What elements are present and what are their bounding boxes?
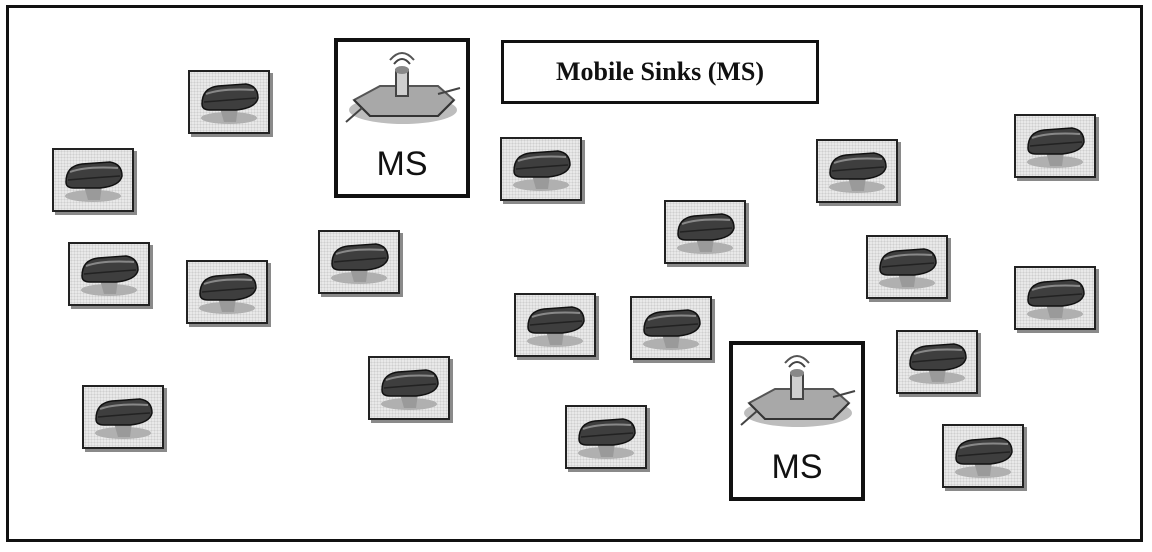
sensor-node-icon: [81, 255, 139, 296]
mobile-sink-2: MS: [729, 341, 865, 501]
sensor-node-icon: [677, 213, 735, 254]
sensor-node: [52, 148, 134, 212]
sensor-node-icon: [879, 248, 937, 289]
sensor-node-icon: [199, 273, 257, 314]
sensor-node: [630, 296, 712, 360]
sensor-node-icon: [909, 343, 967, 384]
sensor-node: [188, 70, 270, 134]
sink-label: MS: [771, 448, 823, 486]
sensor-node: [68, 242, 150, 306]
sensor-node-icon: [643, 309, 701, 350]
sensor-node: [1014, 114, 1096, 178]
sensor-node: [1014, 266, 1096, 330]
sensor-node-icon: [1027, 279, 1085, 320]
sensor-node: [514, 293, 596, 357]
sensor-node: [318, 230, 400, 294]
sensor-node: [866, 235, 948, 299]
sensor-node: [816, 139, 898, 203]
sensor-node: [500, 137, 582, 201]
sensor-node-icon: [65, 161, 123, 202]
sensor-node-icon: [829, 152, 887, 193]
sensor-node-icon: [955, 437, 1013, 478]
sensor-node-icon: [527, 306, 585, 347]
mobile-sink-1: MS: [334, 38, 470, 198]
sensor-node-icon: [201, 83, 259, 124]
sensor-node: [368, 356, 450, 420]
sensor-node: [942, 424, 1024, 488]
sensor-node-icon: [513, 150, 571, 191]
sensor-node: [565, 405, 647, 469]
sensor-node-icon: [1027, 127, 1085, 168]
sensor-node-icon: [95, 398, 153, 439]
sensor-node-icon: [381, 369, 439, 410]
sensor-node: [664, 200, 746, 264]
title-box: Mobile Sinks (MS): [501, 40, 819, 104]
sensor-node-icon: [578, 418, 636, 459]
mobile-sink-icon: [740, 355, 856, 427]
sensor-node-icon: [331, 243, 389, 284]
sink-label: MS: [376, 145, 428, 183]
sensor-node: [82, 385, 164, 449]
sensor-node: [186, 260, 268, 324]
sensor-node: [896, 330, 978, 394]
mobile-sink-icon: [345, 52, 461, 124]
